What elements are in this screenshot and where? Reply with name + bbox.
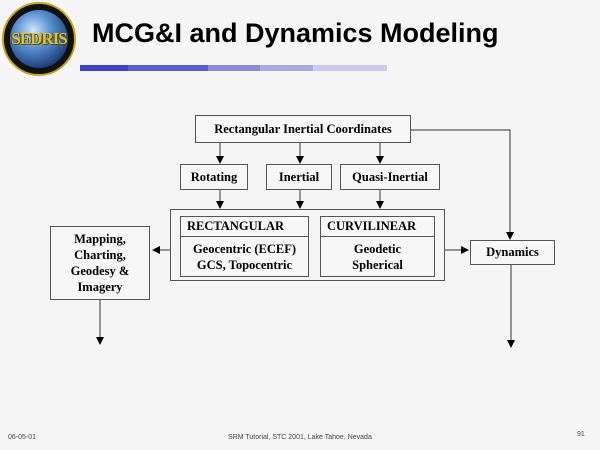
rectangular-body: Geocentric (ECEF) GCS, Topocentric — [181, 237, 308, 276]
mapping-charting-geodesy-imagery-box: Mapping, Charting, Geodesy & Imagery — [50, 226, 150, 300]
globe-icon — [10, 10, 68, 68]
title-bar-segment — [313, 65, 387, 71]
footer-center: SRM Tutorial, STC 2001, Lake Tahoe, Neva… — [228, 434, 372, 441]
title-bar-segment — [260, 65, 313, 71]
footer-page-number: 91 — [577, 431, 585, 438]
curvilinear-line-2: Spherical — [352, 257, 403, 272]
box-label: Rectangular Inertial Coordinates — [214, 121, 392, 136]
rectangular-line-2: GCS, Topocentric — [196, 257, 293, 272]
arrow-top-to-dynamics — [411, 129, 514, 240]
rectangular-box: RECTANGULAR Geocentric (ECEF) GCS, Topoc… — [180, 216, 309, 277]
curvilinear-box: CURVILINEAR Geodetic Spherical — [320, 216, 435, 277]
box-label: Dynamics — [486, 245, 539, 259]
title-bar-segment — [80, 65, 128, 71]
footer-date: 06-05-01 — [8, 434, 37, 441]
sedris-logo: SEDRIS — [2, 2, 76, 76]
rotating-box: Rotating — [180, 164, 248, 190]
rectangular-heading: RECTANGULAR — [181, 217, 308, 237]
inertial-box: Inertial — [266, 164, 332, 190]
mapping-line-3: Geodesy & — [70, 264, 130, 278]
curvilinear-body: Geodetic Spherical — [321, 237, 434, 276]
mapping-line-2: Charting, — [74, 248, 126, 262]
slide-title: MCG&I and Dynamics Modeling — [92, 18, 499, 48]
dynamics-box: Dynamics — [470, 240, 555, 265]
curvilinear-heading: CURVILINEAR — [321, 217, 434, 237]
quasi-inertial-box: Quasi-Inertial — [340, 164, 440, 190]
mapping-line-1: Mapping, — [74, 232, 126, 246]
mapping-line-4: Imagery — [77, 280, 123, 294]
rectangular-inertial-coordinates-box: Rectangular Inertial Coordinates — [195, 115, 411, 143]
box-label: Inertial — [278, 169, 320, 184]
coordinate-systems-group — [170, 209, 445, 281]
box-label: Rotating — [190, 169, 238, 184]
curvilinear-line-1: Geodetic — [353, 241, 402, 256]
box-label: Quasi-Inertial — [352, 169, 428, 184]
title-bar-segment — [208, 65, 260, 71]
title-bar-segment — [128, 65, 208, 71]
rectangular-line-1: Geocentric (ECEF) — [192, 241, 297, 256]
logo-text: SEDRIS — [11, 29, 67, 48]
